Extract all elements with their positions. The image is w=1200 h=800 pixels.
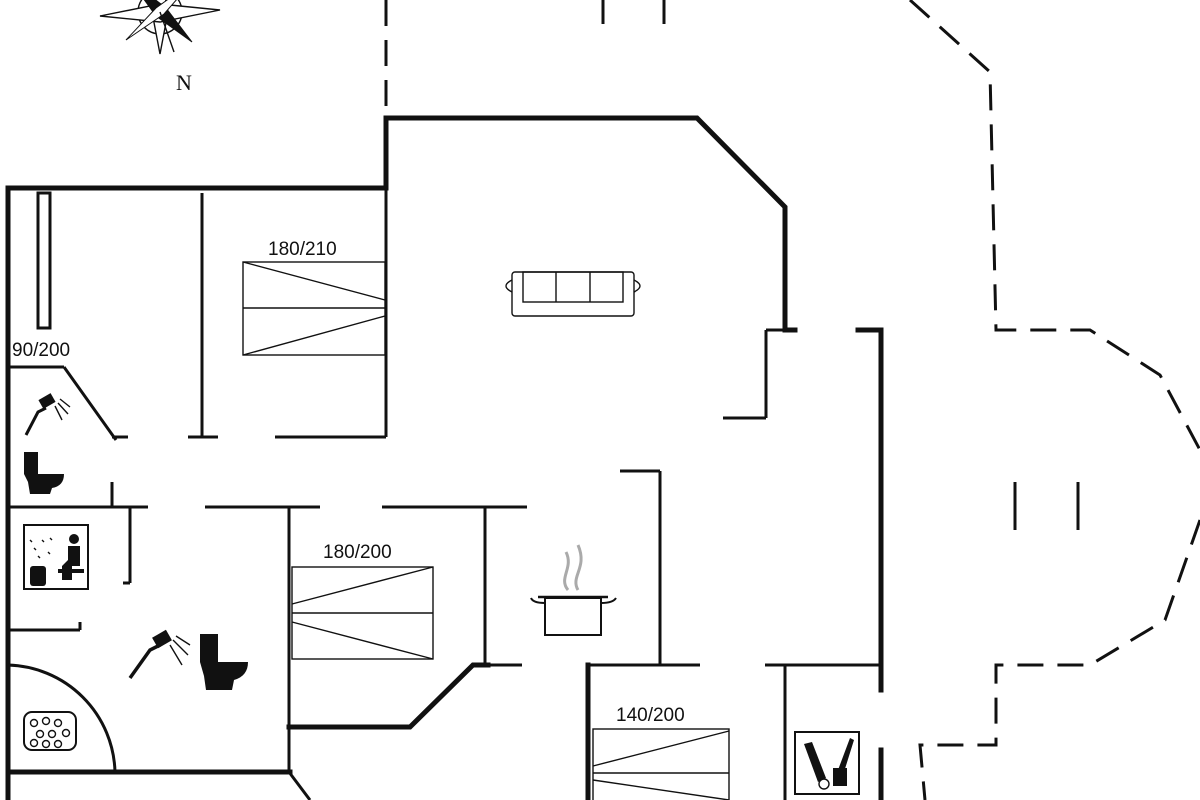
compass-rose-icon (99, 0, 221, 55)
toilet-icon (200, 634, 248, 690)
bedroom-1-bed-label: 180/210 (268, 239, 337, 260)
bedroom-4-bed (592, 728, 730, 800)
shower-icon (24, 393, 71, 436)
toilet-icon (24, 452, 64, 494)
shower-icon (128, 629, 191, 680)
interior-walls (8, 188, 881, 800)
whirlpool-tub (7, 663, 117, 773)
sauna-icon (23, 524, 89, 590)
bedroom-3-bed-label: 180/200 (323, 542, 392, 563)
washer-icon (794, 731, 860, 795)
sofa-icon (505, 271, 641, 317)
bedroom-1-bed (242, 261, 386, 356)
cooking-pot-icon (530, 544, 617, 636)
whirlpool-icon (23, 711, 77, 751)
exterior-walls (5, 115, 884, 800)
bedroom-4-bed-label: 140/200 (616, 705, 685, 726)
bedroom-2-bed-label: 90/200 (12, 340, 70, 361)
terrace-outline (384, 0, 1200, 800)
compass-north-label: N (176, 70, 192, 95)
bedroom-3-bed (291, 566, 434, 660)
